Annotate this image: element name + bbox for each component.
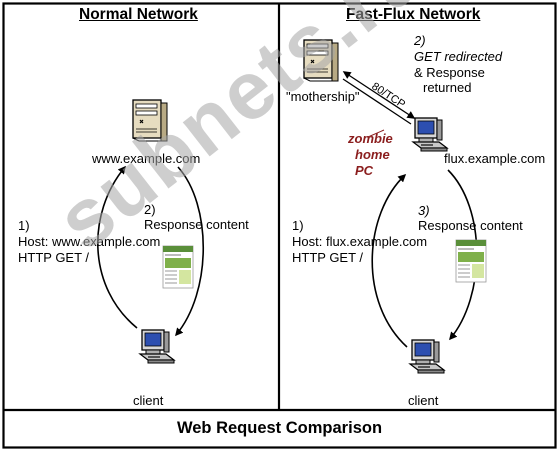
flux-step1-host: Host: flux.example.com [292, 234, 428, 249]
normal-network-title: Normal Network [79, 6, 198, 23]
flux-step2-returned: returned [423, 80, 472, 95]
flux-step1-number: 1) [292, 218, 304, 233]
flux-step1-get: HTTP GET / [292, 250, 364, 265]
normal-client-label: client [133, 393, 164, 408]
zombie-home-label: home [355, 147, 390, 162]
flux-client-desktop-icon [409, 339, 445, 374]
normal-step1-host: Host: www.example.com [18, 234, 161, 249]
normal-response-arrow [175, 166, 205, 337]
fast-flux-network-title: Fast-Flux Network [346, 6, 481, 23]
flux-step2-response: & Response [414, 65, 485, 80]
mothership-link-line [342, 78, 412, 125]
port-label: 80/TCP [369, 80, 407, 110]
flux-step2-number: 2) [414, 33, 426, 48]
mothership-link-arrow [342, 71, 416, 119]
flux-step3-response: Response content [418, 218, 523, 233]
footer-title: Web Request Comparison [176, 419, 383, 437]
server-label: www.example.com [92, 151, 201, 166]
flux-step3-number: 3) [418, 203, 430, 218]
mothership-server-icon [303, 39, 339, 82]
webpage-thumbnail-icon [162, 245, 194, 289]
flux-webpage-thumbnail-icon [455, 239, 487, 283]
client-desktop-icon [139, 329, 175, 364]
server-tower-icon [132, 99, 168, 142]
normal-step2-response: Response content [144, 217, 249, 232]
zombie-pointer [367, 129, 385, 138]
flux-server-label: flux.example.com [444, 151, 546, 166]
normal-step1-number: 1) [18, 218, 30, 233]
normal-request-arrow [96, 165, 138, 329]
normal-step2-number: 2) [144, 202, 156, 217]
mothership-label: "mothership" [286, 89, 360, 104]
zombie-pc-label: PC [355, 163, 374, 178]
normal-step1-get: HTTP GET / [18, 250, 90, 265]
zombie-pc-desktop-icon [412, 117, 448, 152]
flux-step2-redirect: GET redirected [414, 49, 503, 64]
zombie-label: zombie [348, 131, 393, 146]
flux-client-label: client [408, 393, 439, 408]
flux-request-arrow [371, 173, 408, 348]
